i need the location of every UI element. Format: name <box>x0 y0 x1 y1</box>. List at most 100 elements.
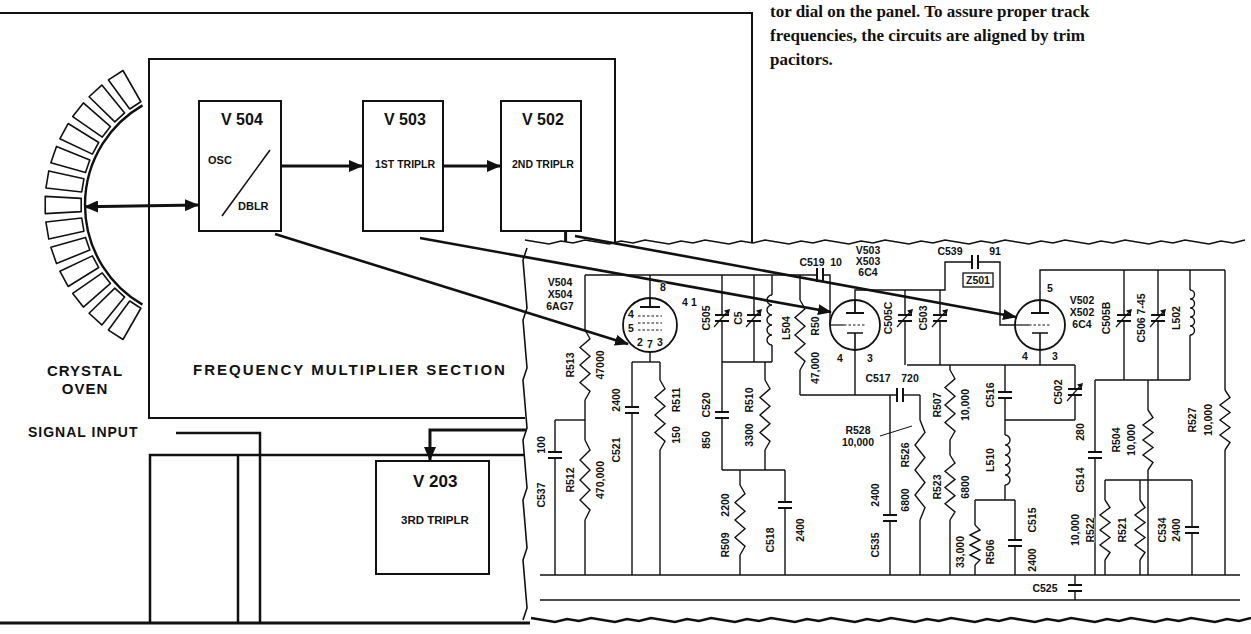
part-label: 2400 <box>870 483 881 506</box>
wire <box>631 413 632 575</box>
wire <box>889 395 890 515</box>
part-label: 3 <box>657 337 663 348</box>
part-label: 4 <box>1022 351 1028 362</box>
part-label: V504 <box>548 277 573 288</box>
resistor-symbol <box>1135 500 1145 560</box>
wire <box>784 470 785 502</box>
part-label: R504 <box>1111 427 1122 452</box>
body-text: frequencies, the circuits are aligned by… <box>770 26 1085 46</box>
part-label: C515 <box>1027 507 1038 532</box>
capacitor-symbol <box>1185 527 1199 533</box>
part-label: C505C <box>883 302 894 335</box>
part-label: C525 <box>1032 583 1057 594</box>
part-label: 3300 <box>744 423 755 446</box>
wire <box>1074 591 1075 600</box>
part-label: 47000 <box>595 350 606 379</box>
trimmer-arrow <box>1116 311 1130 327</box>
trimmer-arrow-head <box>1126 309 1132 315</box>
part-label: L510 <box>985 448 996 472</box>
tube-stage-box: V 504OSCDBLR <box>198 100 282 232</box>
wire <box>1147 470 1148 575</box>
signal-name: SIGNAL INPUT <box>28 425 139 439</box>
trimmer-arrow <box>714 311 728 327</box>
resistor-symbol <box>945 455 955 520</box>
wire <box>1039 350 1040 365</box>
tube-grid <box>638 329 662 330</box>
part-label: 10 <box>830 257 842 268</box>
part-label: R528 <box>845 425 870 436</box>
capacitor-symbol <box>998 392 1012 398</box>
wire <box>584 275 585 330</box>
torn-edge <box>531 618 1251 622</box>
wire <box>1004 420 1005 435</box>
wire <box>1004 398 1005 420</box>
leader-line <box>880 426 912 436</box>
wire <box>1147 380 1148 410</box>
wire <box>889 521 890 575</box>
trimmer-arrow-head <box>942 309 948 315</box>
part-label: 33,000 <box>955 536 966 568</box>
wire <box>1004 365 1005 392</box>
part-label: C506 7-45 <box>1136 293 1147 342</box>
section-label: FREQUENCY MULTIPLIER SECTION <box>190 361 510 379</box>
part-label: 10,000 <box>1126 424 1137 456</box>
wire <box>1157 321 1158 380</box>
part-label: R512 <box>565 467 576 492</box>
part-label: R50 <box>810 316 821 335</box>
wire <box>1139 560 1140 575</box>
wire <box>949 440 950 450</box>
part-label: 8 <box>660 282 666 293</box>
wire <box>907 364 1075 365</box>
body-text: tor dial on the panel. To assure proper … <box>770 2 1089 22</box>
part-label: 280 <box>1075 423 1086 441</box>
tube-cathode <box>847 333 863 350</box>
stage-function: 1ST TRIPLR <box>375 158 435 171</box>
resistor-symbol <box>735 485 745 555</box>
resistor-symbol <box>760 380 770 450</box>
wire <box>1074 365 1075 389</box>
part-label: 6800 <box>960 475 971 498</box>
shield-can <box>963 273 993 287</box>
block-wire <box>237 455 240 622</box>
wire <box>1094 380 1095 452</box>
tube-plate <box>846 300 864 313</box>
trimmer-arrow-head <box>724 309 730 315</box>
part-label: R506 <box>985 539 996 564</box>
wire <box>632 361 660 362</box>
tube-envelope <box>623 298 677 352</box>
schematic-ground <box>523 240 1251 622</box>
tube-plate <box>1031 300 1049 313</box>
trimmer-arrow-head <box>756 309 762 315</box>
capacitor-symbol <box>1068 585 1082 591</box>
torn-edge <box>525 240 1245 244</box>
part-label: Z501 <box>966 275 990 286</box>
part-label: C503 <box>918 305 929 330</box>
part-label: C519 <box>799 257 824 268</box>
part-label: 10,000 <box>960 389 971 421</box>
block-wire <box>150 455 530 622</box>
wire <box>1040 270 1225 300</box>
stage-function: 3RD TRIPLR <box>401 514 469 528</box>
part-label: C502 <box>1053 379 1064 404</box>
part-label: L504 <box>781 316 792 340</box>
wire <box>753 321 754 362</box>
part-label: 3 <box>1052 351 1058 362</box>
frame-line <box>0 622 530 625</box>
part-label: C534 <box>1157 517 1168 542</box>
wire <box>659 362 660 380</box>
part-label: 150 <box>671 426 682 444</box>
part-label: 5 <box>1047 283 1053 294</box>
tube-grid <box>638 315 662 316</box>
capacitor-symbol <box>1088 452 1102 458</box>
wire <box>1095 379 1190 380</box>
wire <box>1014 500 1015 540</box>
wire <box>721 275 722 315</box>
wire <box>1189 335 1190 380</box>
part-label: R522 <box>1085 517 1096 542</box>
capacitor-symbol <box>1008 540 1022 546</box>
wire <box>540 599 1240 600</box>
pointer-arrow <box>275 234 628 344</box>
oven-segment <box>108 301 140 339</box>
